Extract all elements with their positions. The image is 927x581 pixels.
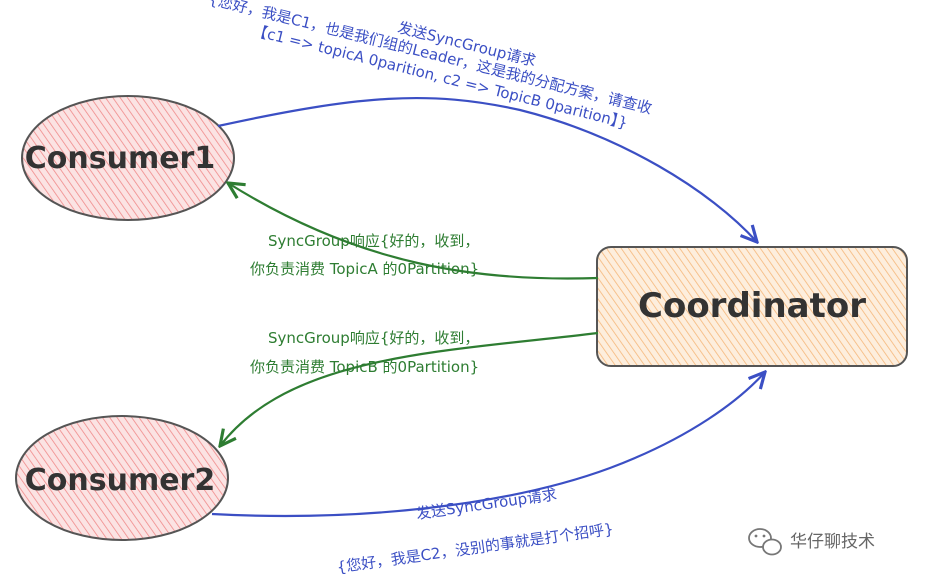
coordinator-node: Coordinator — [596, 246, 908, 367]
coordinator-label: Coordinator — [638, 286, 866, 326]
consumer2-label: Consumer2 — [25, 463, 215, 498]
c1-response-line1: SyncGroup响应{好的，收到， — [268, 232, 479, 250]
wechat-icon — [748, 528, 782, 556]
watermark-text: 华仔聊技术 — [790, 532, 875, 552]
c2-request-arrow — [211, 372, 765, 518]
c2-response-label: SyncGroup响应{好的，收到， 你负责消费 TopicB 的0Partit… — [250, 329, 479, 376]
c2-response-arrow — [220, 331, 599, 446]
c1-request-label: {您好，我是C1，也是我们组的Leader，这是我的分配方案，请查收 发送Syn… — [207, 0, 654, 132]
c1-response-arrow — [228, 183, 599, 280]
consumer2-node: Consumer2 — [15, 415, 229, 541]
c1-response-line2: 你负责消费 TopicA 的0Partition} — [250, 260, 479, 278]
c2-request-line2: {您好，我是C2，没别的事就是打个招呼} — [336, 520, 615, 577]
watermark: 华仔聊技术 — [748, 528, 875, 556]
c2-response-line1: SyncGroup响应{好的，收到， — [268, 329, 479, 347]
c2-request-line1: 发送SyncGroup请求 — [415, 485, 558, 523]
c1-request-line1: {您好，我是C1，也是我们组的Leader，这是我的分配方案，请查收 — [207, 0, 654, 118]
consumer1-node: Consumer1 — [21, 95, 235, 221]
c2-response-line2: 你负责消费 TopicB 的0Partition} — [250, 358, 479, 376]
c1-response-label: SyncGroup响应{好的，收到， 你负责消费 TopicA 的0Partit… — [250, 232, 479, 278]
c2-request-label: 发送SyncGroup请求 {您好，我是C2，没别的事就是打个招呼} — [336, 485, 615, 577]
c1-request-arrow — [217, 96, 757, 242]
consumer1-label: Consumer1 — [25, 141, 215, 176]
